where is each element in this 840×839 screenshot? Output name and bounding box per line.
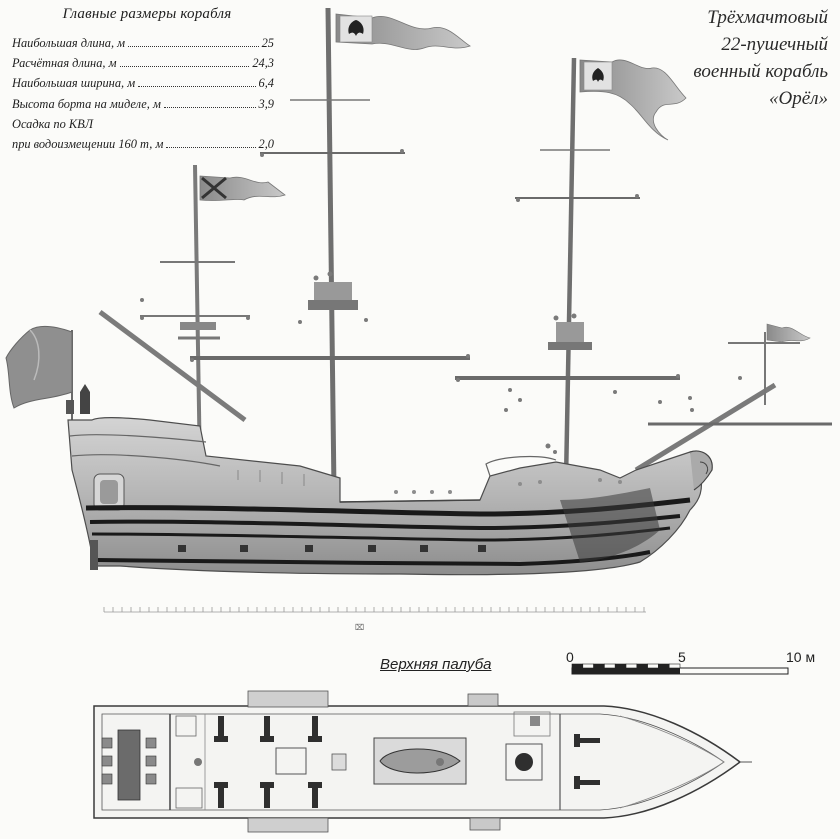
- midship-mark-icon: ⌧: [355, 623, 364, 632]
- stern-ensign-flag: [6, 326, 90, 430]
- scale-bar: [572, 664, 788, 674]
- scale-subdivision: [583, 664, 594, 668]
- graduation-ruler: [104, 607, 646, 612]
- scale-mark-10: 10 м: [786, 649, 815, 665]
- scale-mark-5: 5: [678, 649, 686, 665]
- bowsprit: [636, 324, 832, 470]
- scale-subdivision: [637, 664, 648, 668]
- scale-subdivision: [604, 664, 615, 668]
- deck-plan-label: Верхняя палуба: [380, 656, 491, 673]
- fore-mast: [455, 58, 686, 480]
- scale-subdivision: [615, 664, 626, 668]
- scale-subdivision: [648, 664, 659, 668]
- main-mast: [190, 8, 470, 490]
- scale-subdivision: [626, 664, 637, 668]
- scale-subdivision: [658, 664, 669, 668]
- deck-plan: [94, 691, 752, 832]
- side-view: [6, 8, 832, 575]
- scale-mark-0: 0: [566, 649, 574, 665]
- scale-subdivision: [594, 664, 605, 668]
- hull: [68, 418, 712, 575]
